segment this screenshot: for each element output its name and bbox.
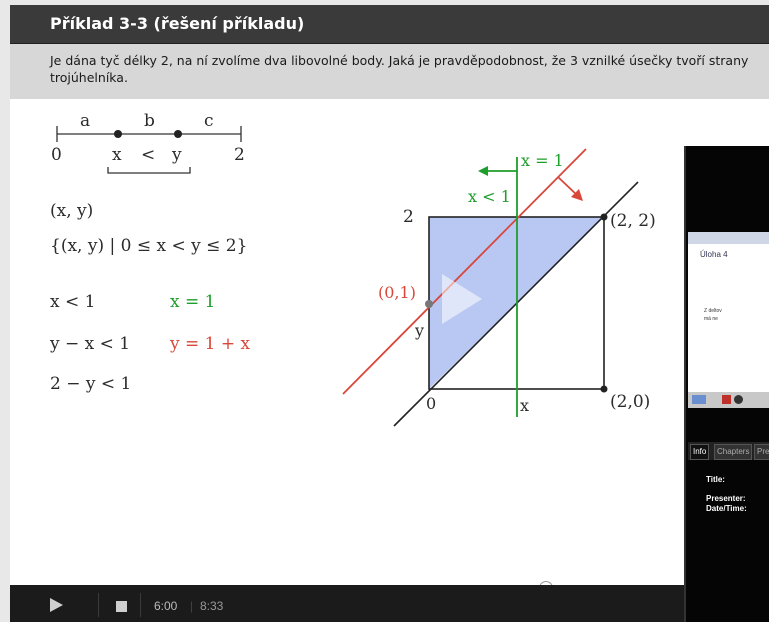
overlay-screen-thumbnail: Úloha 4 Z deltov má ne: [688, 232, 769, 408]
formula-set: {(x, y) | 0 ≤ x < y ≤ 2}: [50, 236, 248, 256]
question-text: Je dána tyč délky 2, na ní zvolíme dva l…: [50, 53, 749, 85]
label-point-0-1: (0,1): [378, 283, 416, 302]
video-frame: Příklad 3-3 (řešení příkladu) Je dána ty…: [10, 5, 769, 622]
faded-play-icon: [442, 274, 482, 324]
stop-icon: [116, 601, 127, 612]
segment-label-0: 0: [51, 145, 62, 165]
segment-label-lt: <: [141, 145, 156, 165]
red-arrow-head: [571, 189, 583, 201]
page-title: Příklad 3-3 (řešení příkladu): [50, 14, 305, 33]
play-icon: [50, 598, 63, 612]
diagonal-line: [393, 181, 639, 427]
label-point-2-2: (2, 2): [610, 211, 656, 231]
formula-cond1: x < 1: [50, 292, 96, 312]
overlay-snippet-1: Z deltov: [704, 308, 722, 314]
field-datetime: Date/Time:: [706, 504, 747, 513]
label-point-2-0: (2,0): [610, 392, 651, 412]
segment-label-b: b: [144, 111, 155, 131]
slide-drawing: [56, 126, 639, 427]
control-divider: [98, 593, 99, 617]
label-y-2: 2: [403, 207, 414, 227]
point-2-0: [600, 385, 608, 393]
taskbar-app-icon: [722, 395, 731, 404]
overlay-tabs: Info Chapters Pre: [688, 442, 769, 460]
label-axis-x: x: [520, 396, 530, 415]
player-controls: [10, 585, 769, 622]
slide-title-bar: Příklad 3-3 (řešení příkladu): [10, 5, 769, 44]
bracket: [107, 167, 191, 174]
control-divider: [140, 593, 141, 617]
overlay-taskbar: [688, 392, 769, 408]
label-origin: 0: [426, 394, 437, 413]
formula-cond3: 2 − y < 1: [50, 374, 132, 394]
play-button[interactable]: [48, 597, 64, 617]
segment-label-a: a: [80, 111, 91, 131]
overlay-slide-title: Úloha 4: [700, 250, 728, 259]
label-x-lt-1: x < 1: [468, 187, 511, 206]
label-axis-y: y: [415, 321, 425, 340]
tab-pre[interactable]: Pre: [754, 444, 769, 460]
red-line: [342, 148, 587, 395]
green-arrow-head: [478, 166, 488, 176]
tab-info[interactable]: Info: [690, 444, 710, 460]
formula-cond2: y − x < 1: [50, 334, 131, 354]
overlay-toolbar: [688, 232, 769, 244]
segment-label-x: x: [112, 145, 122, 165]
field-title: Title:: [706, 475, 725, 484]
point-2-2: [600, 213, 608, 221]
rod-point-y: [174, 130, 182, 138]
formula-line2: y = 1 + x: [170, 334, 251, 354]
question-panel: Je dána tyč délky 2, na ní zvolíme dva l…: [10, 44, 769, 99]
segment-label-y: y: [172, 145, 182, 165]
overlay-snippet-2: má ne: [704, 316, 718, 322]
label-x-eq-1: x = 1: [521, 151, 564, 170]
taskbar-app-icon: [734, 395, 743, 404]
rod-point-x: [114, 130, 122, 138]
point-0-1: [425, 300, 433, 308]
segment-label-c: c: [204, 111, 214, 131]
presenter-overlay-window[interactable]: Úloha 4 Z deltov má ne Info Chapters Pre…: [684, 146, 769, 622]
slide-content: a b c 0 x < y 2 (x, y) {(x, y) | 0 ≤ x <…: [10, 99, 769, 586]
formula-line1: x = 1: [170, 292, 216, 312]
red-arrow-shaft: [557, 176, 579, 197]
tab-chapters[interactable]: Chapters: [714, 444, 753, 460]
total-time: 8:33: [200, 599, 224, 613]
current-time: 6:00: [154, 599, 178, 613]
segment-label-2: 2: [234, 145, 245, 165]
start-icon: [692, 395, 706, 404]
formula-pair: (x, y): [50, 201, 94, 221]
time-separator: |: [190, 599, 194, 613]
stop-button[interactable]: [116, 600, 127, 616]
field-presenter: Presenter:: [706, 494, 746, 503]
